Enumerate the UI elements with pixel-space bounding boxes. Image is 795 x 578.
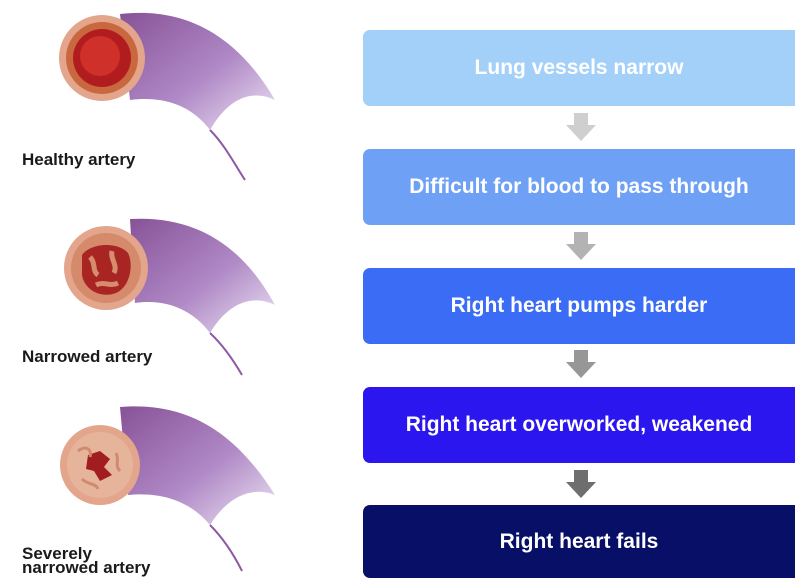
down-arrow-icon — [566, 232, 596, 260]
flow-step-right-heart-overworked: Right heart overworked, weakened — [363, 387, 795, 463]
flow-step-difficult-blood-pass: Difficult for blood to pass through — [363, 149, 795, 225]
artery-label-healthy: Healthy artery — [22, 153, 135, 167]
artery-narrowed-panel: Narrowed artery — [0, 195, 340, 385]
artery-healthy-panel: Healthy artery — [0, 0, 340, 190]
flow-step-right-heart-pumps-harder: Right heart pumps harder — [363, 268, 795, 344]
flow-step-lung-vessels-narrow: Lung vessels narrow — [363, 30, 795, 106]
down-arrow-icon — [566, 113, 596, 141]
artery-severe-panel: Severely narrowed artery — [0, 395, 340, 578]
down-arrow-icon — [566, 470, 596, 498]
flow-step-right-heart-fails: Right heart fails — [363, 505, 795, 578]
down-arrow-icon — [566, 350, 596, 378]
artery-label-narrowed: Narrowed artery — [22, 350, 152, 364]
artery-label-severely-narrowed: Severely narrowed artery — [22, 547, 151, 575]
